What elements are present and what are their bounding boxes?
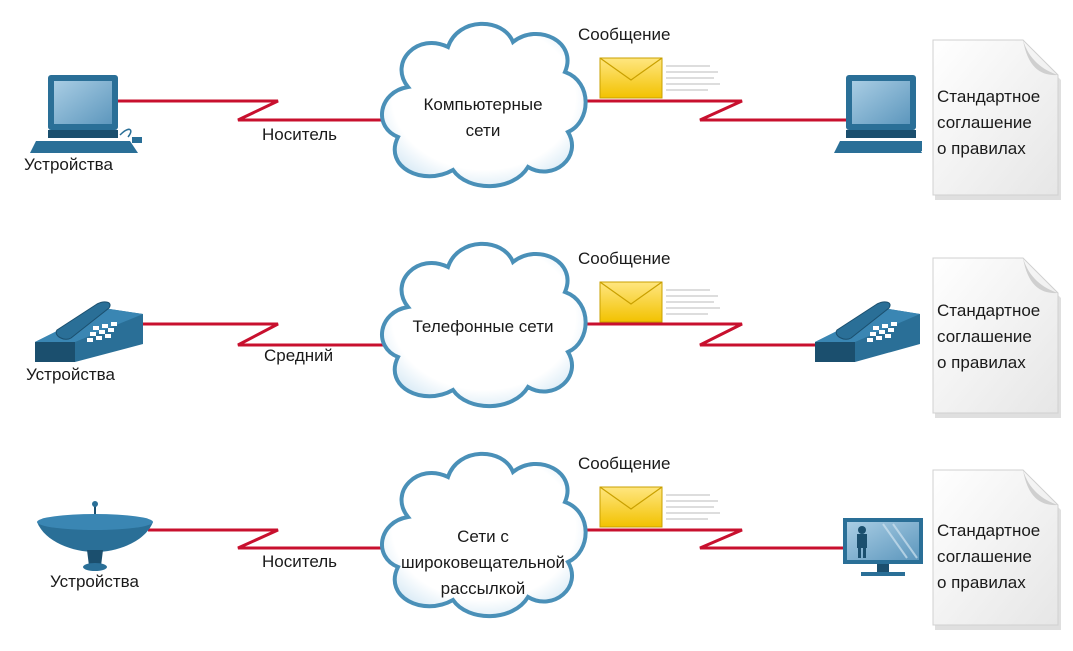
document-icon [932,39,1061,200]
cloud-label-line: Сети с [457,527,509,546]
cloud-label-line: сети [465,121,501,140]
cloud-label-line: широковещательной [400,553,566,572]
telephone-icon [815,301,920,362]
cloud-label: Компьютерные сети [393,92,573,144]
medium-label: Средний [264,346,334,365]
medium-label: Носитель [262,552,337,571]
rules-label-line: соглашение [937,547,1032,566]
cloud-label: Телефонные сети [393,314,573,340]
row-broadcast-networks [37,451,1061,630]
document-icon [932,257,1061,418]
message-label: Сообщение [578,249,671,268]
rules-label-line: о правилах [937,573,1026,592]
device-label: Устройства [50,572,139,591]
rules-label-line: о правилах [937,139,1026,158]
envelope-icon [599,281,720,323]
medium-link-left [148,528,390,550]
device-label: Устройства [24,155,113,174]
rules-label: Стандартное соглашение о правилах [937,298,1062,376]
television-icon [843,518,923,576]
cloud-label: Сети с широковещательной рассылкой [393,524,573,602]
rules-label: Стандартное соглашение о правилах [937,84,1062,162]
row-telephone-networks [35,241,1061,418]
medium-label: Носитель [262,125,337,144]
rules-label-line: Стандартное [937,521,1041,540]
row-computer-networks [30,21,1061,200]
rules-label-line: Стандартное [937,87,1041,106]
envelope-icon [599,57,720,99]
cloud-label-line: Компьютерные [423,95,543,114]
satellite-dish-icon [37,501,153,571]
message-label: Сообщение [578,25,671,44]
telephone-icon [35,301,143,362]
medium-link-left [135,322,390,347]
rules-label-line: о правилах [937,353,1026,372]
medium-link-left [115,99,390,122]
cloud-label-line: рассылкой [440,579,526,598]
rules-label-line: соглашение [937,113,1032,132]
cloud-label-line: Телефонные сети [412,317,554,336]
document-icon [932,469,1061,630]
medium-link-right [575,528,845,550]
device-label: Устройства [26,365,115,384]
desktop-computer-icon [834,75,922,153]
rules-label: Стандартное соглашение о правилах [937,518,1062,596]
rules-label-line: Стандартное [937,301,1041,320]
rules-label-line: соглашение [937,327,1032,346]
envelope-icon [599,486,720,528]
message-label: Сообщение [578,454,671,473]
desktop-computer-icon [30,75,142,153]
medium-link-right [575,99,850,122]
medium-link-right [575,322,820,347]
